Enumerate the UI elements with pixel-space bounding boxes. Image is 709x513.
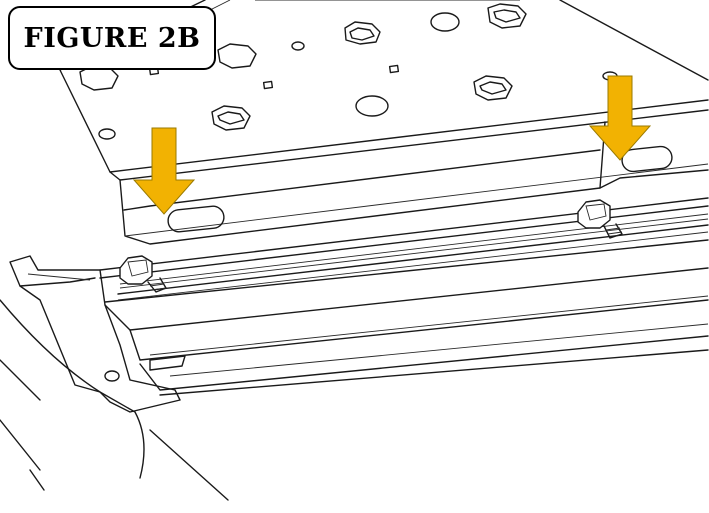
left-bolt — [119, 255, 167, 293]
right-bolt — [577, 199, 623, 239]
rail-assembly — [0, 197, 709, 501]
down-arrow-right — [588, 75, 652, 161]
figure-label-box: FIGURE 2B — [8, 6, 216, 70]
right-slot — [621, 145, 673, 173]
mounting-plate — [59, 0, 709, 245]
left-slot — [167, 205, 225, 233]
down-arrow-left — [132, 127, 196, 215]
figure-label: FIGURE 2B — [23, 22, 201, 54]
